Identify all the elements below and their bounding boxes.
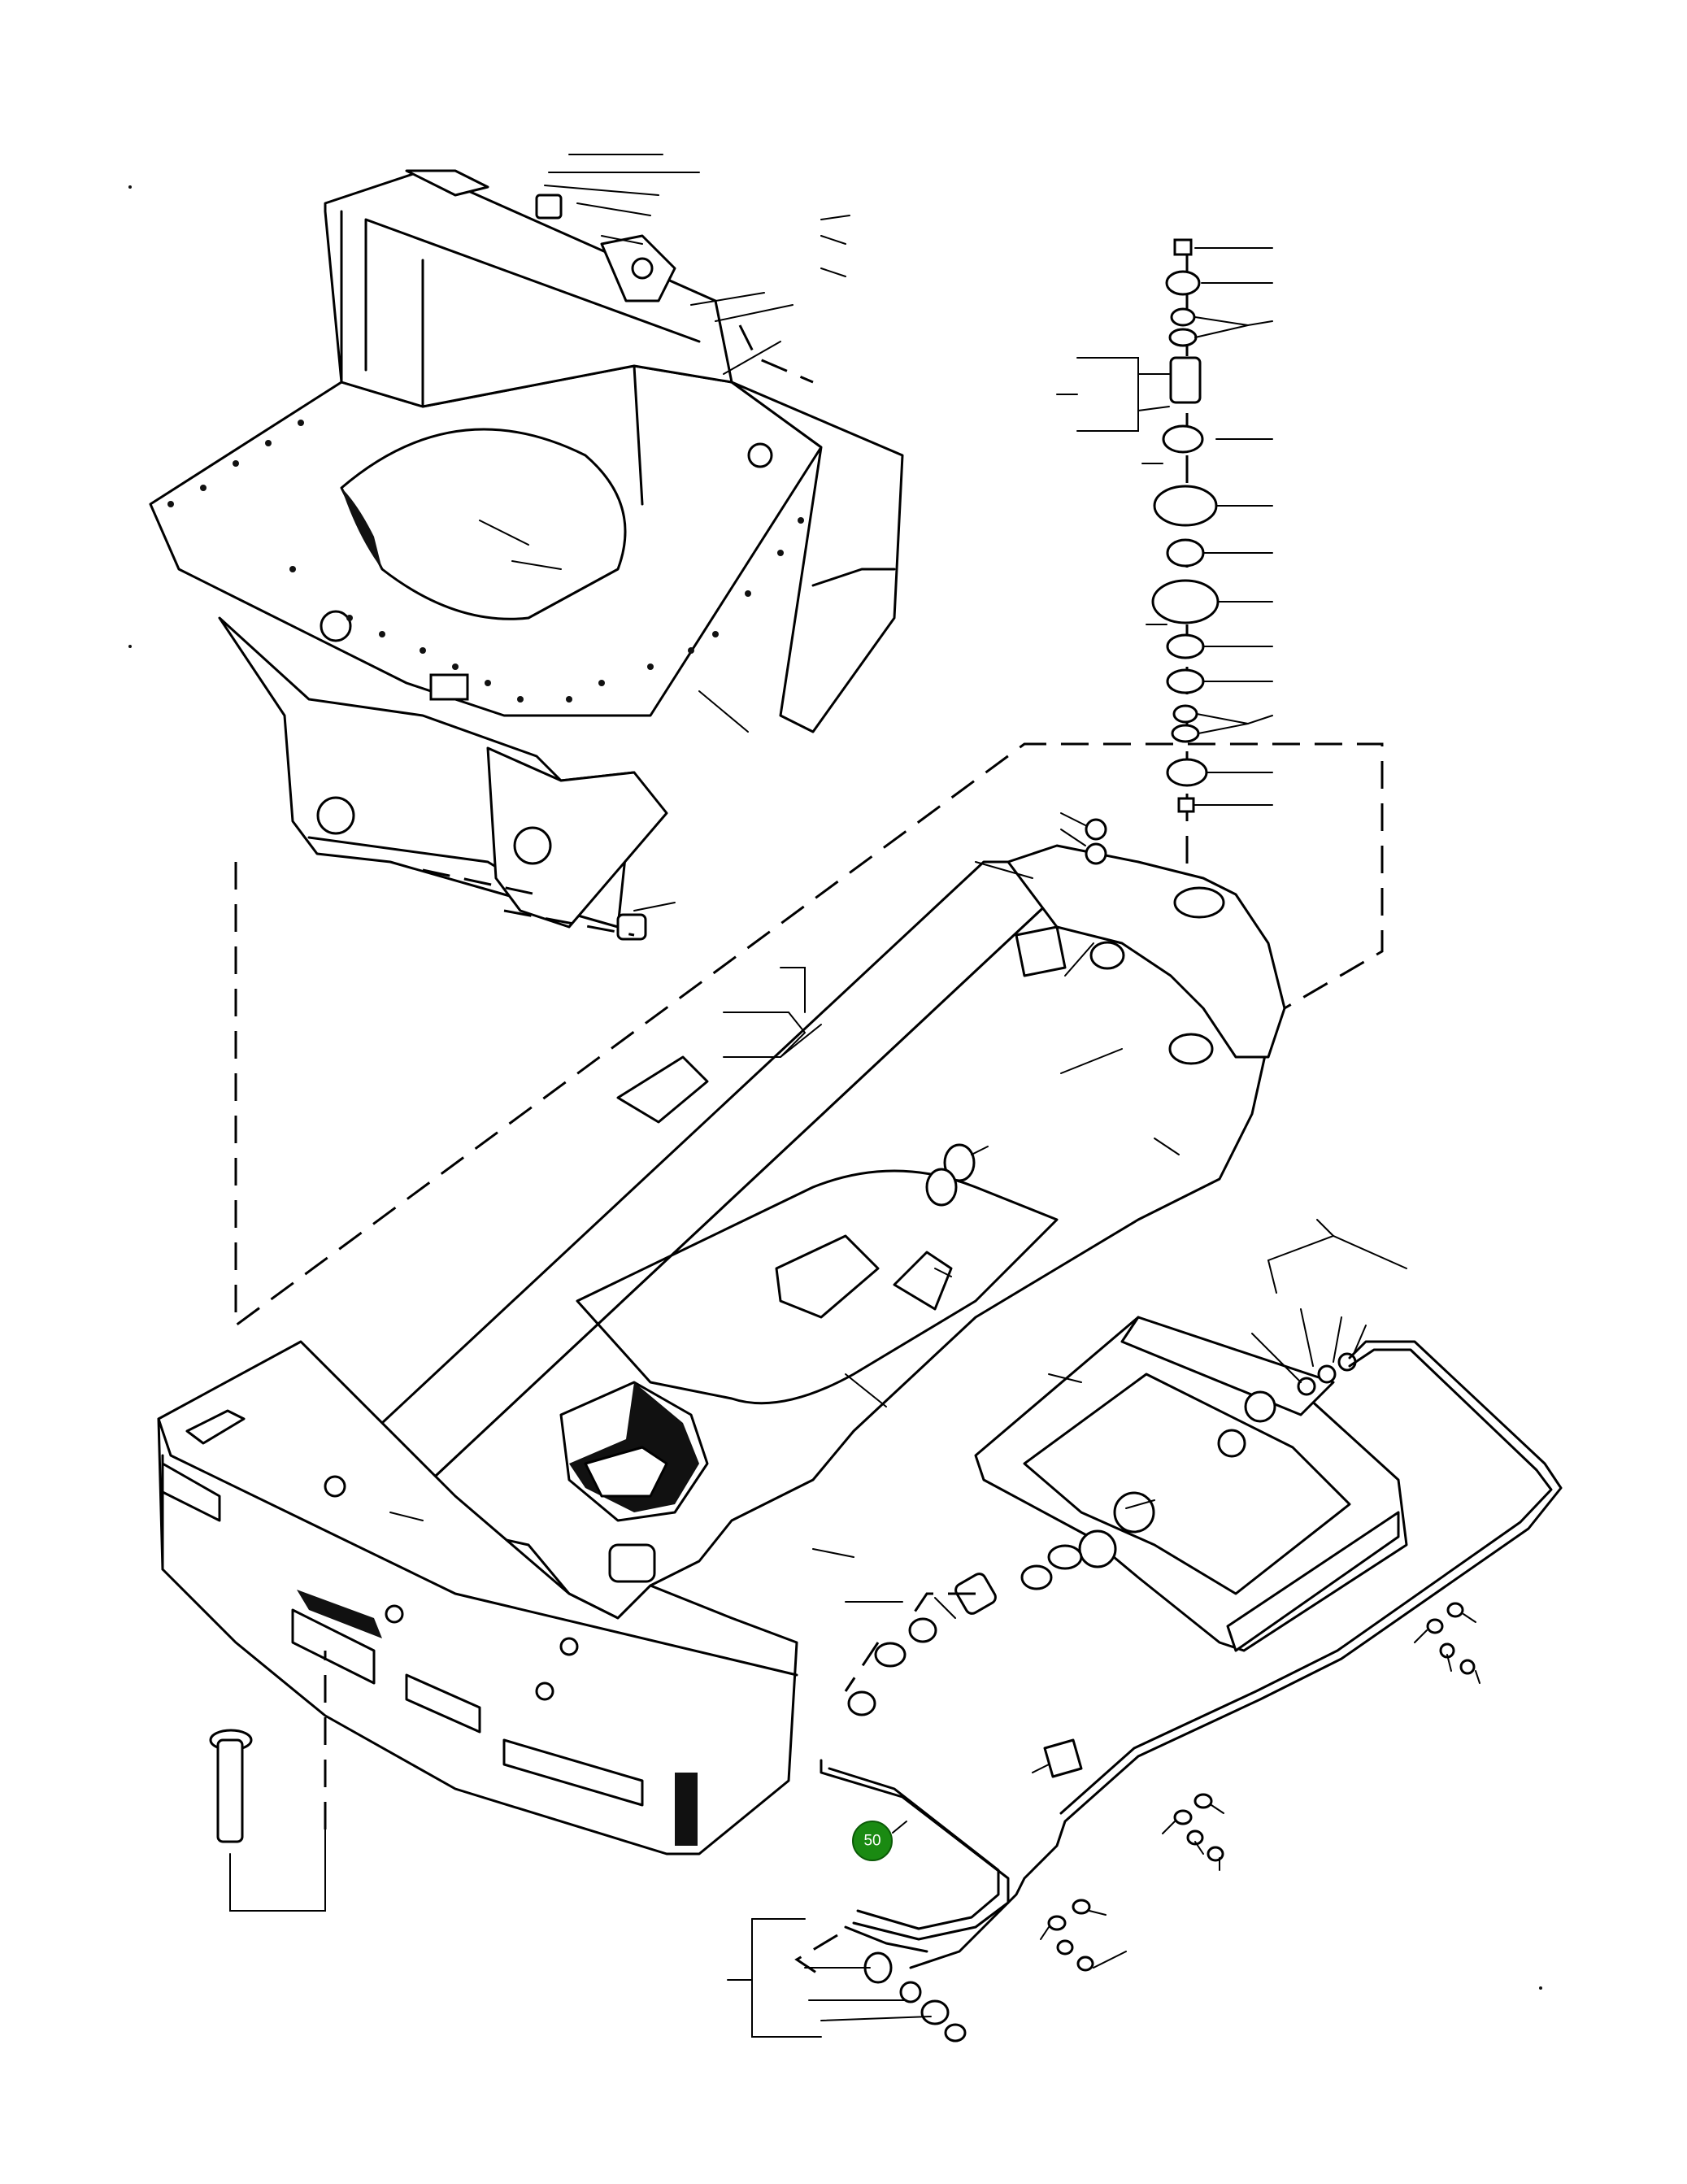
upper-frame-assembly: [149, 154, 904, 941]
callout-50-badge[interactable]: 50: [852, 1821, 893, 1861]
plate-bolt-holes: [167, 420, 804, 703]
hydraulic-lines: [727, 1340, 1563, 2043]
oscillating-frame: [844, 1219, 1408, 1716]
loose-pin: [209, 1651, 327, 1912]
king-pin-stack: [1056, 238, 1273, 894]
main-chassis-frame: [157, 742, 1384, 1856]
callout-50-label: 50: [863, 1833, 880, 1850]
callout-50-leader: [892, 1821, 907, 1834]
